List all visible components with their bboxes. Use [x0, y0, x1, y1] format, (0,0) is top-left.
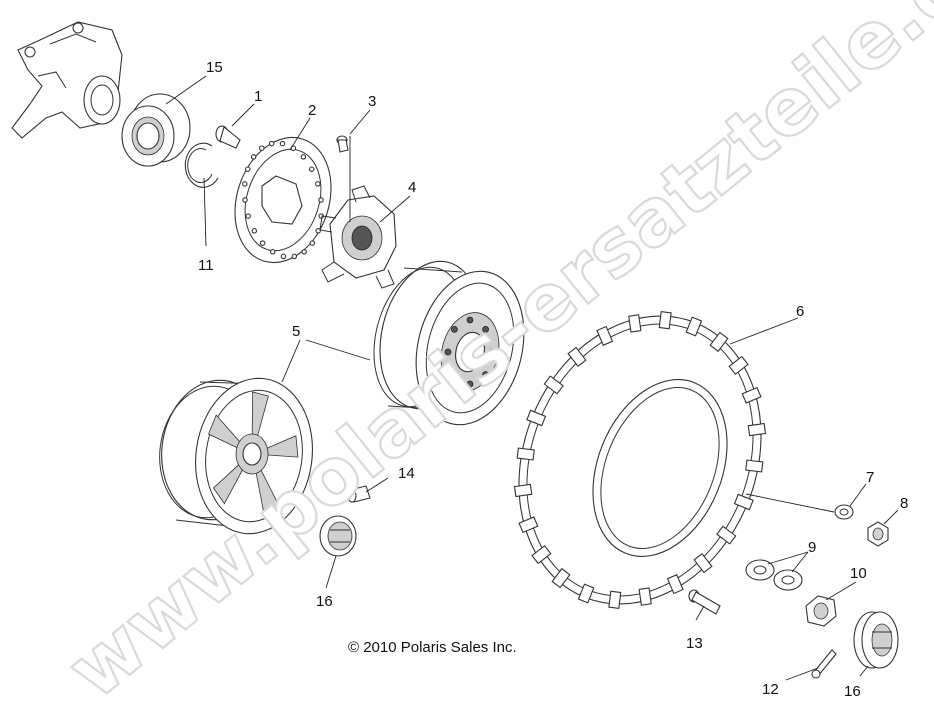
disc-hole: [301, 249, 307, 255]
tread-block: [638, 587, 652, 606]
rim-bolt: [450, 371, 458, 379]
disc-hole: [309, 240, 316, 246]
leader-lines: [165, 75, 899, 681]
steering-knuckle: [11, 21, 123, 139]
callout-15: 15: [206, 59, 223, 76]
rim-bolt: [482, 325, 490, 333]
tread-block: [716, 525, 737, 545]
disc-hole: [300, 154, 307, 160]
callout-7: 7: [866, 469, 874, 486]
disc-hole: [315, 181, 321, 187]
cone-washers: [745, 559, 803, 591]
rim-bolt: [488, 348, 496, 356]
rim-upper: [373, 260, 525, 426]
disc-hole: [250, 154, 257, 160]
disc-hole: [318, 197, 324, 203]
callout-6: 6: [796, 303, 804, 320]
callout-1: 1: [254, 88, 262, 105]
disc-hole: [279, 140, 286, 147]
tread-block: [518, 516, 539, 534]
callout-14: 14: [398, 465, 415, 482]
disc-hole: [315, 228, 321, 234]
callout-3: 3: [368, 93, 376, 110]
tread-block: [608, 590, 622, 609]
copyright-notice: © 2010 Polaris Sales Inc.: [348, 639, 517, 656]
disc-hole: [251, 228, 258, 234]
tread-block: [693, 552, 713, 574]
tread-block: [666, 574, 684, 595]
tread-block: [577, 583, 595, 604]
hub-stud: [336, 135, 349, 153]
wheel-hub: [319, 185, 397, 289]
tread-block: [531, 544, 552, 565]
disc-hole: [259, 145, 265, 151]
cotter-pin: [811, 649, 837, 679]
tread-block: [596, 325, 614, 346]
tread-block: [745, 459, 764, 473]
valve-stem: [347, 485, 371, 503]
tread-block: [526, 409, 547, 427]
tread-block: [551, 567, 571, 589]
tread-block: [628, 314, 642, 333]
disc-hole: [259, 240, 266, 246]
callout-8: 8: [900, 495, 908, 512]
callout-4: 4: [408, 179, 416, 196]
snap-ring: [184, 142, 219, 188]
disc-hole: [242, 181, 248, 187]
callout-9: 9: [808, 539, 816, 556]
rim-lower: [159, 377, 314, 535]
tread-block: [728, 355, 749, 376]
callout-13: 13: [686, 635, 703, 652]
rim-bolt: [444, 348, 452, 356]
tread-block: [658, 311, 672, 330]
callout-16-right: 16: [844, 683, 861, 700]
brake-disc: [234, 136, 332, 264]
rim-bolt: [450, 325, 458, 333]
callout-2: 2: [308, 102, 316, 119]
callout-16-left: 16: [316, 593, 333, 610]
disc-hole: [242, 197, 248, 203]
callout-12: 12: [762, 681, 779, 698]
caliper-pin: [215, 125, 241, 149]
rim-bolt: [466, 380, 474, 388]
tread-block: [685, 316, 703, 337]
disc-hole: [280, 253, 287, 260]
tread-block: [516, 447, 535, 461]
lug-nut: [867, 521, 889, 547]
callout-labels: 15 1 2 3 4 5 6 7 8 9 10 11 12 13 14 16 1…: [198, 59, 908, 700]
castle-nut: [805, 595, 837, 627]
disc-hole: [291, 253, 298, 260]
center-cap-left: [319, 515, 357, 557]
tread-block: [543, 375, 564, 395]
wheel-bearing: [121, 93, 191, 167]
wheel-stud: [688, 589, 721, 615]
rim-bolt: [466, 316, 474, 324]
tread-block: [567, 346, 587, 368]
tread-block: [741, 386, 762, 404]
disc-hole: [245, 166, 251, 172]
washer: [834, 504, 854, 520]
callout-5: 5: [292, 323, 300, 340]
tread-block: [709, 331, 729, 353]
tread-block: [733, 493, 754, 511]
disc-hole: [245, 213, 251, 219]
disc-hole: [268, 140, 275, 147]
disc-hole: [308, 166, 315, 172]
tire: [513, 311, 767, 609]
disc-hole: [269, 249, 276, 255]
hub-cap-right: [853, 611, 899, 669]
callout-11: 11: [198, 257, 214, 274]
rim-bolt: [482, 371, 490, 379]
tread-block: [513, 483, 533, 498]
tread-block: [747, 422, 767, 437]
callout-10: 10: [850, 565, 867, 582]
